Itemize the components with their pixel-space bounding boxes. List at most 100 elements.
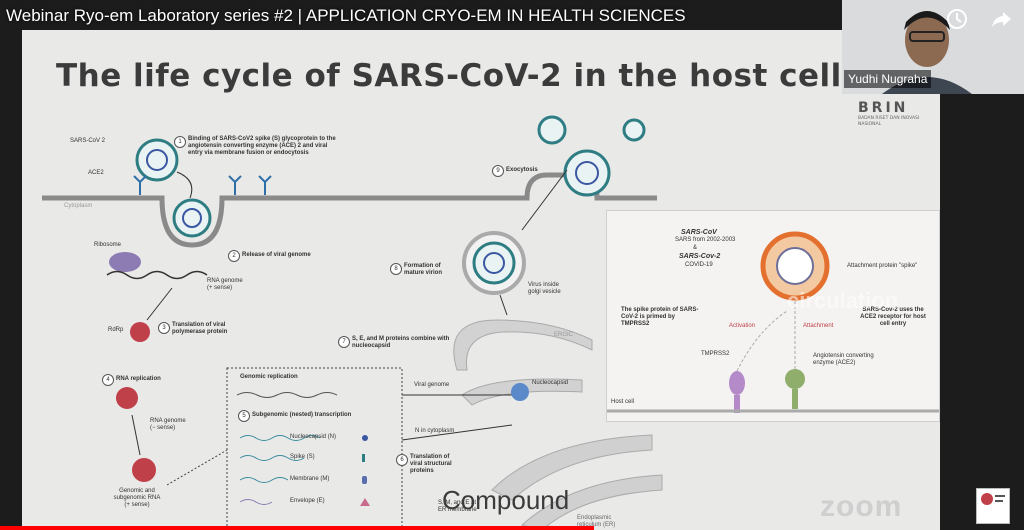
ace2-receptor bbox=[133, 175, 147, 195]
step-8-number: 8 bbox=[390, 263, 402, 275]
step-9-text: Exocytosis bbox=[506, 167, 538, 173]
nucleocapsid-protein-icon bbox=[362, 435, 368, 441]
step-5-number: 5 bbox=[238, 410, 250, 422]
slide-title: The life cycle of SARS-CoV-2 in the host… bbox=[56, 58, 861, 94]
panel-attachment-protein: Attachment protein "spike" bbox=[847, 263, 918, 269]
presentation-slide: The life cycle of SARS-CoV-2 in the host… bbox=[22, 30, 940, 530]
step-4-text: RNA replication bbox=[116, 376, 161, 382]
transcription-box bbox=[226, 367, 403, 530]
protein-nucleocapsid: Nucleocapsid (N) bbox=[290, 434, 337, 440]
panel-ace2-enzyme: Angiotensin converting enzyme (ACE2) bbox=[813, 353, 874, 366]
label-endoplasmic: Endoplasmic reticulum (ER) bbox=[577, 515, 616, 528]
step-2-number: 2 bbox=[228, 250, 240, 262]
arrow bbox=[146, 287, 173, 321]
zoom-watermark: zoom bbox=[820, 490, 903, 523]
label-ergic: ERGIC bbox=[554, 332, 574, 338]
mature-virion-vesicle bbox=[462, 231, 526, 295]
step-7-number: 7 bbox=[338, 336, 350, 348]
panel-covid: COVID-19 bbox=[685, 262, 713, 268]
arrow bbox=[521, 169, 568, 231]
step-7-text: S, E, and M proteins combine with nucleo… bbox=[352, 336, 450, 349]
label-viral-genome: Viral genome bbox=[414, 382, 450, 388]
arrow bbox=[131, 414, 141, 456]
panel-uses: SARS-Cov-2 uses the ACE2 receptor for ho… bbox=[860, 307, 926, 327]
ace2-receptor bbox=[228, 175, 242, 195]
virus-particle-released-2 bbox=[622, 118, 646, 142]
watch-later-icon[interactable] bbox=[944, 6, 970, 32]
rdrp-shape bbox=[130, 322, 150, 342]
label-rna-genome-neg: RNA genome (− sense) bbox=[150, 418, 186, 431]
protein-spike: Spike (S) bbox=[290, 454, 315, 460]
rna-genome-strand bbox=[106, 270, 208, 280]
player-controls bbox=[944, 6, 1014, 32]
virus-particle-exocytosis bbox=[563, 149, 611, 197]
ace2-enzyme-shape bbox=[785, 369, 805, 389]
step-8-text: Formation of mature virion bbox=[404, 263, 443, 276]
share-icon[interactable] bbox=[988, 6, 1014, 32]
ergic-membrane bbox=[453, 319, 593, 371]
virus-particle-endocytosis bbox=[172, 198, 212, 238]
panel-host-cell: Host cell bbox=[611, 399, 635, 405]
panel-attachment: Attachment bbox=[803, 323, 834, 329]
panel-sars-years: SARS from 2002-2003 bbox=[675, 237, 736, 243]
label-virus: SARS-CoV 2 bbox=[70, 138, 106, 144]
virus-particle-entry bbox=[135, 138, 179, 182]
label-genomic-replication: Genomic replication bbox=[240, 374, 298, 380]
label-n-in-cytoplasm: N in cytoplasm bbox=[415, 428, 455, 434]
label-rna-genome: RNA genome (+ sense) bbox=[207, 278, 243, 291]
label-ribosome: Ribosome bbox=[94, 242, 122, 248]
membrane-protein-icon bbox=[362, 476, 367, 484]
panel-primed: The spike protein of SARS-CoV-2 is prime… bbox=[621, 307, 699, 327]
step-6-text: Translation of viral structural proteins bbox=[410, 454, 452, 474]
panel-activation: Activation bbox=[729, 323, 756, 329]
label-virus-golgi: Virus inside golgi vesicle bbox=[528, 282, 561, 295]
video-progress-bar[interactable] bbox=[0, 526, 594, 530]
label-ace2: ACE2 bbox=[88, 170, 104, 176]
nucleocapsid-shape bbox=[511, 383, 529, 401]
cell-membrane bbox=[42, 172, 657, 248]
org-logo-text: BRIN bbox=[858, 100, 909, 116]
rdrp-replication-shape bbox=[116, 387, 138, 409]
step-6-number: 6 bbox=[396, 454, 408, 466]
label-rdrp: RdRp bbox=[108, 327, 124, 333]
rdrp-transcription-shape bbox=[132, 458, 156, 482]
panel-tmprss2: TMPRSS2 bbox=[701, 351, 730, 357]
protein-envelope: Envelope (E) bbox=[290, 498, 325, 504]
label-genomic-rna: Genomic and subgenomic RNA (+ sense) bbox=[113, 488, 161, 508]
org-subtitle: BADAN RISET DAN INOVASI NASIONAL bbox=[858, 116, 920, 127]
participant-name: Yudhi Nugraha bbox=[844, 70, 932, 88]
step-3-number: 3 bbox=[158, 322, 170, 334]
ace2-tmprss2-panel: SARS-CoV SARS from 2002-2003 & SARS-Cov-… bbox=[606, 210, 940, 422]
step-1-text: Binding of SARS-CoV2 spike (S) glycoprot… bbox=[188, 136, 336, 156]
step-4-number: 4 bbox=[102, 374, 114, 386]
panel-faint-watermark: circulation bbox=[787, 288, 899, 313]
video-title[interactable]: Webinar Ryo-em Laboratory series #2 | AP… bbox=[6, 6, 686, 25]
label-cytoplasm: Cytoplasm bbox=[64, 203, 93, 209]
corner-logo bbox=[976, 488, 1010, 524]
life-cycle-diagram bbox=[42, 115, 663, 530]
label-nucleocapsid: Nucleocapsid bbox=[532, 380, 569, 386]
step-5-text: Subgenomic (nested) transcription bbox=[252, 412, 352, 418]
arrow bbox=[176, 171, 193, 199]
panel-amp: & bbox=[693, 245, 698, 251]
er-membrane-3 bbox=[520, 474, 663, 530]
step-9-number: 9 bbox=[492, 165, 504, 177]
ace2-receptor bbox=[258, 175, 272, 195]
genomic-rna-wave bbox=[236, 392, 338, 398]
spike-protein-icon bbox=[362, 454, 365, 462]
arrow bbox=[499, 294, 508, 316]
step-2-text: Release of viral genome bbox=[242, 252, 311, 258]
er-membrane-2 bbox=[491, 434, 653, 501]
envelope-protein-icon bbox=[360, 498, 370, 506]
step-1-number: 1 bbox=[174, 136, 186, 148]
arrow bbox=[401, 424, 513, 441]
step-3-text: Translation of viral polymerase protein bbox=[172, 322, 228, 335]
label-s-m-e-er: S, M, and E at ER membrane bbox=[438, 500, 477, 513]
panel-sars-cov2: SARS-Cov-2 bbox=[679, 253, 721, 260]
panel-sars-cov: SARS-CoV bbox=[681, 229, 717, 236]
tmprss2-shape bbox=[729, 371, 745, 395]
virus-particle-released bbox=[537, 115, 567, 145]
protein-membrane: Membrane (M) bbox=[290, 476, 330, 482]
ribosome-shape bbox=[109, 252, 141, 272]
